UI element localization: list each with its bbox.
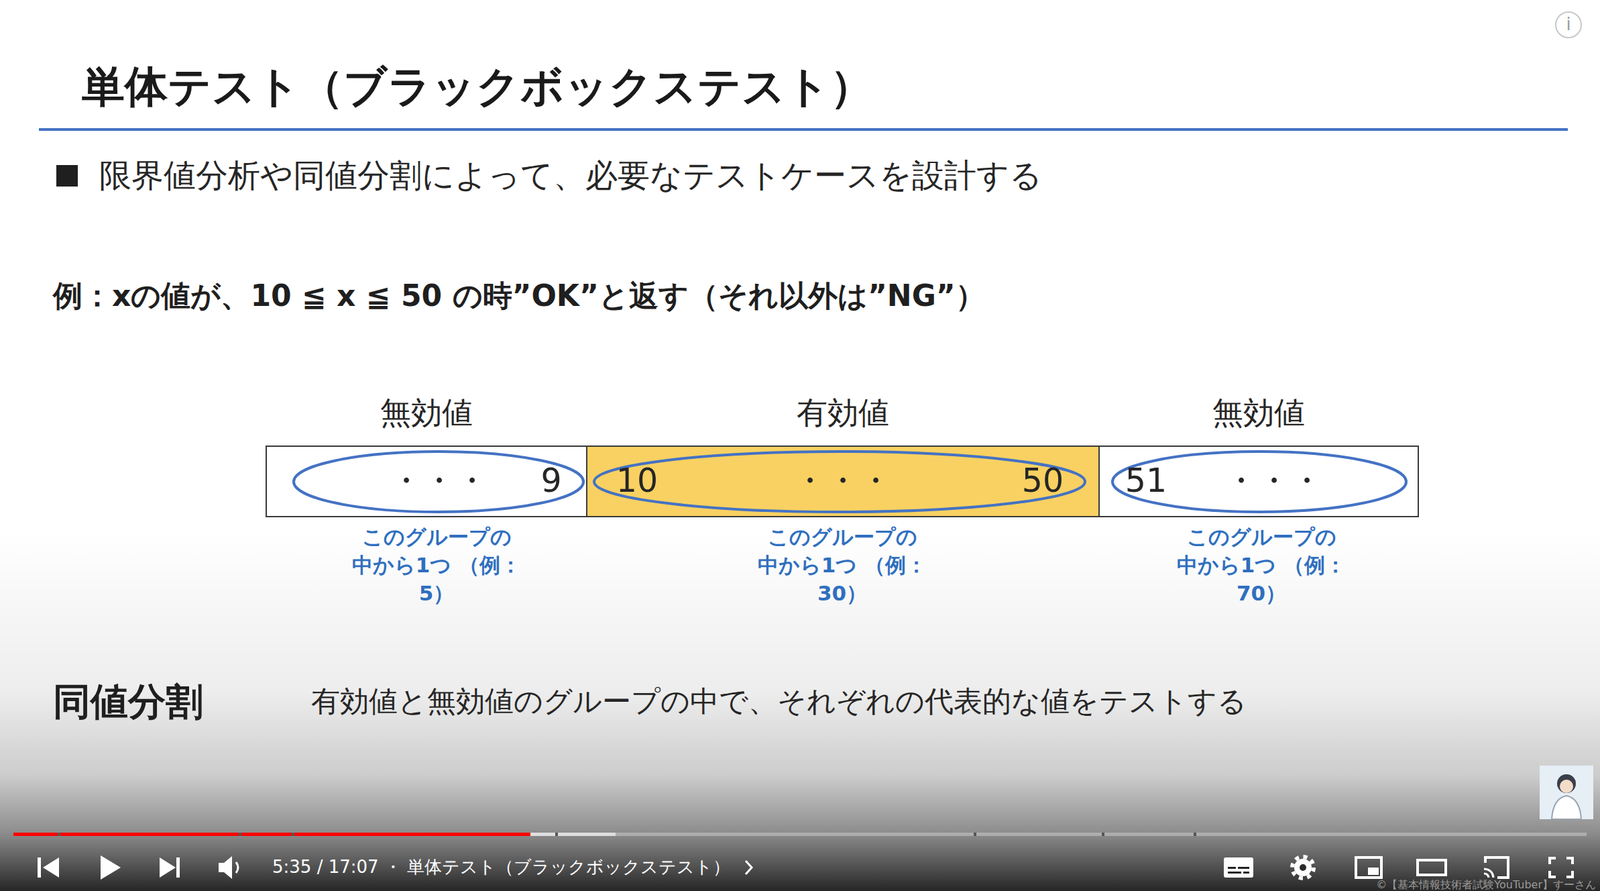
next-icon xyxy=(159,856,176,878)
channel-avatar xyxy=(1539,765,1594,819)
info-icon xyxy=(1555,12,1582,38)
bullet-square xyxy=(56,164,78,187)
progress-played xyxy=(13,832,531,836)
divider xyxy=(586,445,588,517)
progress-track xyxy=(13,832,1587,836)
subtitles-icon xyxy=(1243,871,1250,874)
cell-value: ・・・ xyxy=(1224,461,1324,501)
group-note: このグループの 中から1つ （例：30） xyxy=(751,522,933,607)
slide-title: 単体テスト（ブラックボックステスト） xyxy=(81,61,874,113)
range-cell: 無効値51・・・ xyxy=(1099,445,1419,517)
play-icon xyxy=(100,854,121,880)
chapter-gap xyxy=(57,832,61,836)
cast-icon xyxy=(1485,856,1509,878)
group-ellipse xyxy=(594,451,1085,512)
watermark: ©【基本情報技術者試験YouTuber】すーさん xyxy=(1376,877,1596,891)
group-note: このグループの 中から1つ （例：5） xyxy=(346,522,528,607)
cell-value: 9 xyxy=(540,461,562,501)
cell-heading: 無効値 xyxy=(380,394,473,432)
cell-value: ・・・ xyxy=(793,461,892,501)
cell-heading: 無効値 xyxy=(1212,394,1305,432)
cell-value: 51 xyxy=(1125,461,1167,501)
settings-icon xyxy=(1299,863,1307,871)
subtitles-icon xyxy=(1237,866,1250,869)
prev-icon xyxy=(42,856,60,878)
prev-icon xyxy=(37,856,41,878)
group-ellipse xyxy=(1112,451,1407,512)
miniplayer-icon xyxy=(1367,867,1379,875)
cell-heading: 有効値 xyxy=(796,394,890,432)
chapter-chevron xyxy=(742,856,756,878)
miniplayer-icon xyxy=(1355,856,1382,878)
volume-icon xyxy=(236,861,239,873)
subtitles-icon xyxy=(1227,871,1242,874)
chapter-gap xyxy=(1101,832,1105,836)
chapter-gap xyxy=(973,832,977,836)
avatar-body xyxy=(1551,795,1582,819)
avatar-face xyxy=(1559,779,1574,793)
player-time: 5:35 / 17:07 ・ 単体テスト（ブラックボックステスト） xyxy=(272,856,731,878)
subtitles-icon xyxy=(1223,856,1254,878)
valid-band xyxy=(586,445,1100,517)
cell-value: 10 xyxy=(616,461,658,501)
cast-icon xyxy=(1483,868,1494,878)
cell-value: 50 xyxy=(1021,461,1064,501)
range-cell: 無効値・・・9 xyxy=(266,445,587,517)
group-note: このグループの 中から1つ （例：70） xyxy=(1170,522,1352,607)
divider xyxy=(1098,445,1100,517)
avatar-head xyxy=(1557,773,1576,793)
bullet-text: 限界値分析や同値分割によって、必要なテストケースを設計する xyxy=(99,156,1043,196)
chapter-gap xyxy=(1193,832,1197,836)
group-ellipse xyxy=(293,451,584,512)
range-bar xyxy=(266,445,1419,517)
subtitles-icon xyxy=(1227,866,1236,869)
term-definition: 有効値と無効値のグループの中で、それぞれの代表的な値をテストする xyxy=(311,683,1247,719)
volume-icon xyxy=(218,855,233,879)
settings-icon xyxy=(1292,856,1314,878)
chapter-gap xyxy=(291,832,295,836)
chapter-chevron xyxy=(745,860,752,874)
progress-buffer xyxy=(530,832,616,836)
term-heading: 同値分割 xyxy=(52,678,204,724)
chapter-gap xyxy=(238,832,242,836)
title-rule xyxy=(38,128,1568,131)
next-icon xyxy=(176,856,180,878)
settings-icon xyxy=(1294,858,1312,876)
fullscreen-icon xyxy=(1549,857,1573,877)
range-cell: 有効値10・・・50 xyxy=(586,445,1100,517)
info-mark: i xyxy=(1565,14,1571,35)
chapter-gap xyxy=(555,832,558,836)
example-text: 例：xの値が、10 ≦ x ≦ 50 の時”OK”と返す（それ以外は”NG”） xyxy=(52,278,986,314)
theater-icon xyxy=(1417,859,1446,875)
cell-value: ・・・ xyxy=(389,461,489,501)
